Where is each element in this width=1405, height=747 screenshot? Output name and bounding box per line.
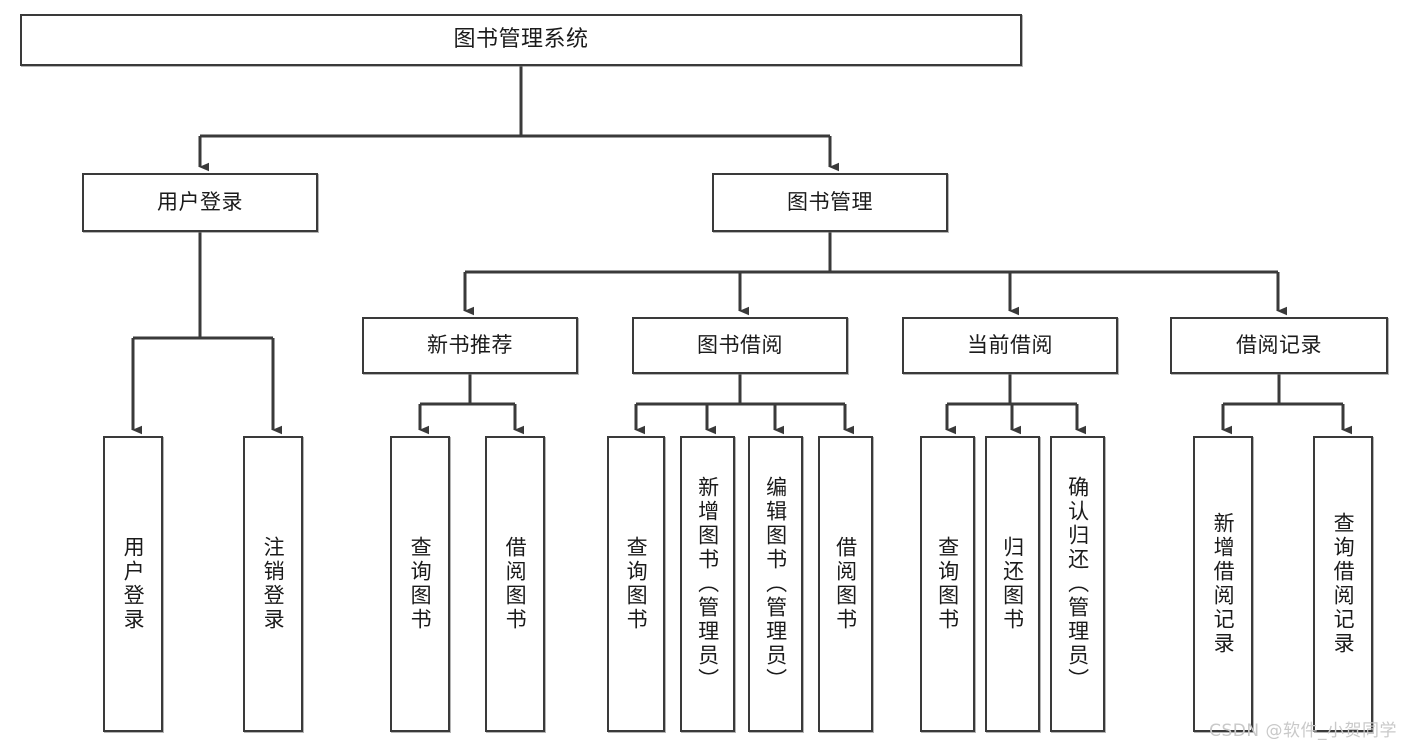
node-label: 查询图书: [408, 536, 433, 632]
node-label: 用户登录: [121, 536, 146, 632]
node-leaf-return-book[interactable]: 归还图书: [985, 436, 1040, 732]
node-label: 借阅图书: [833, 536, 858, 632]
node-leaf-query-book-2[interactable]: 查询图书: [607, 436, 665, 732]
node-label: 注销登录: [261, 536, 286, 632]
node-label: 当前借阅: [967, 333, 1053, 358]
node-user-login[interactable]: 用户登录: [82, 173, 318, 232]
node-root-system[interactable]: 图书管理系统: [20, 14, 1022, 66]
node-label: 图书借阅: [697, 333, 783, 358]
node-label: 查询借阅记录: [1331, 512, 1356, 656]
node-leaf-query-record[interactable]: 查询借阅记录: [1313, 436, 1373, 732]
node-label: 借阅记录: [1236, 333, 1322, 358]
node-label: 归还图书: [1000, 536, 1025, 632]
node-new-book-recommend[interactable]: 新书推荐: [362, 317, 578, 374]
node-label: 查询图书: [624, 536, 649, 632]
node-leaf-query-book-3[interactable]: 查询图书: [920, 436, 975, 732]
node-book-borrow[interactable]: 图书借阅: [632, 317, 848, 374]
node-label: 确认归还（管理员）: [1065, 476, 1090, 692]
node-leaf-borrow-book-1[interactable]: 借阅图书: [485, 436, 545, 732]
node-leaf-confirm-return[interactable]: 确认归还（管理员）: [1050, 436, 1105, 732]
node-borrow-record[interactable]: 借阅记录: [1170, 317, 1388, 374]
node-book-management[interactable]: 图书管理: [712, 173, 948, 232]
node-label: 新增图书（管理员）: [695, 476, 720, 692]
node-label: 新增借阅记录: [1211, 512, 1236, 656]
node-label: 图书管理系统: [453, 27, 589, 53]
node-leaf-add-book[interactable]: 新增图书（管理员）: [680, 436, 735, 732]
node-leaf-query-book-1[interactable]: 查询图书: [390, 436, 450, 732]
node-label: 借阅图书: [503, 536, 528, 632]
node-leaf-add-record[interactable]: 新增借阅记录: [1193, 436, 1253, 732]
node-leaf-logout[interactable]: 注销登录: [243, 436, 303, 732]
node-leaf-user-login[interactable]: 用户登录: [103, 436, 163, 732]
node-leaf-borrow-book-2[interactable]: 借阅图书: [818, 436, 873, 732]
node-label: 图书管理: [787, 190, 873, 215]
node-label: 编辑图书（管理员）: [763, 476, 788, 692]
node-label: 用户登录: [157, 190, 243, 215]
node-current-borrow[interactable]: 当前借阅: [902, 317, 1118, 374]
node-leaf-edit-book[interactable]: 编辑图书（管理员）: [748, 436, 803, 732]
node-label: 查询图书: [935, 536, 960, 632]
node-label: 新书推荐: [427, 333, 513, 358]
csdn-watermark: CSDN @软件_小贺同学: [1209, 721, 1397, 741]
